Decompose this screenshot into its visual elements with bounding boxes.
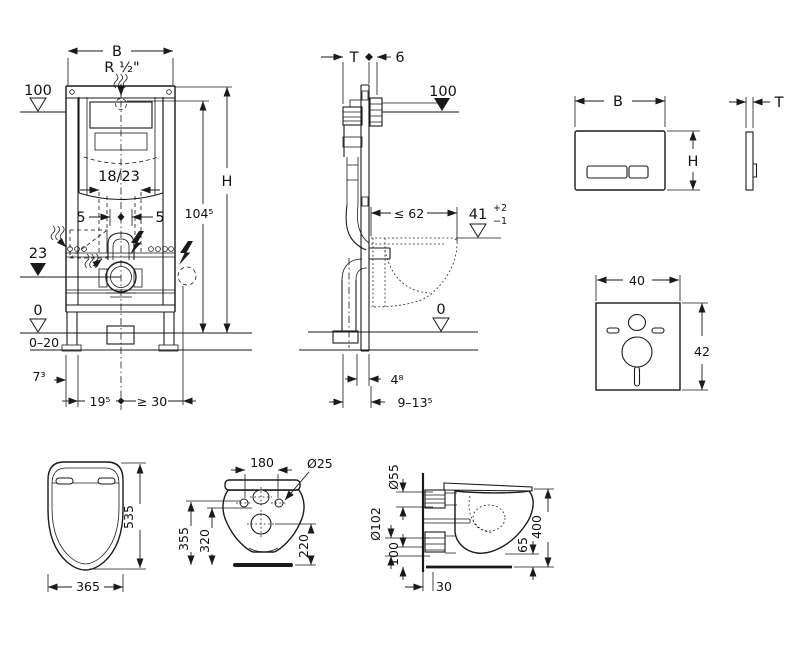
flush-button-small: [628, 165, 649, 179]
pad-slot: [651, 327, 665, 334]
rim-tol-plus: +2: [493, 203, 507, 214]
frame-screw: [166, 89, 172, 95]
total-height-dim: 400: [529, 515, 544, 539]
water-icon: [50, 225, 65, 241]
frame-foot: [61, 344, 82, 352]
center-dim: 19⁵: [90, 394, 111, 409]
drain-connector: [424, 531, 446, 553]
wall-depth-dim: 9–13⁵: [397, 395, 432, 410]
level-23-label: 23: [29, 246, 47, 262]
floor-range-label: 0–20: [29, 335, 59, 350]
pad-outlet-hole: [621, 336, 653, 368]
pad-inlet-hole: [627, 313, 647, 332]
outlet-height-dim: 220: [296, 534, 311, 558]
frame-foot: [158, 344, 179, 352]
offset-left-dim: 5: [76, 210, 85, 226]
pad-width-dim: 40: [629, 273, 645, 288]
bowl-length-dim: 535: [121, 505, 136, 529]
seat-hinge: [97, 477, 116, 485]
drain-outlet: [106, 325, 135, 345]
bowl-body: [222, 489, 305, 553]
lightning-icon: [179, 241, 193, 265]
hole-height-dim: 320: [197, 529, 212, 553]
seat-outline: [47, 461, 124, 571]
flush-button-large: [586, 165, 628, 179]
plate-height-dim: H: [688, 154, 699, 170]
bowl-top-view: 535 365: [47, 461, 146, 594]
level-triangle-filled: [30, 263, 46, 276]
plate-mounting-box: [369, 97, 383, 127]
pad-slot: [633, 366, 641, 387]
frame-depth-dim: T: [349, 50, 359, 66]
socket-dim: ≥ 30: [137, 394, 167, 409]
flush-plate-side: [745, 131, 754, 191]
level-0-label: 0: [436, 302, 445, 318]
drain-bend-foot: [332, 330, 359, 344]
pad-slot: [606, 327, 620, 334]
inlet-height-dim: 104⁵: [185, 206, 214, 221]
rim-height-dim: 41: [469, 207, 487, 223]
level-triangle-open: [29, 97, 47, 112]
inlet-dia-dim: Ø55: [386, 464, 401, 490]
bowl-side-view: Ø55 Ø102 100 400 65 30: [368, 464, 554, 594]
plate-offset-dim: 6: [395, 50, 404, 66]
cistern-cap: [342, 106, 363, 126]
rail-wall-dim: 4⁸: [391, 372, 404, 387]
wall-offset-dim: 30: [436, 579, 452, 594]
level-triangle-open: [29, 318, 47, 333]
bowl-outline-dotted: [370, 237, 458, 308]
frame-height-dim: H: [222, 174, 233, 190]
floor-bar: [233, 563, 293, 567]
level-triangle-open: [432, 317, 450, 332]
water-inlet-marker: [115, 98, 127, 110]
sound-insulation-pad-view: 40 42: [595, 273, 710, 391]
inlet-offset-dim: 18/23: [98, 169, 140, 185]
bowl-body-side: [454, 490, 534, 554]
level-100-label: 100: [429, 84, 457, 100]
flush-plate: [574, 130, 666, 191]
seat-lid-side: [443, 482, 533, 492]
level-0-label: 0: [33, 303, 42, 319]
hole-spacing-dim: 180: [250, 455, 274, 470]
outlet-hole: [250, 513, 272, 535]
hole-dia-dim: Ø25: [307, 456, 333, 471]
level-triangle-filled: [434, 98, 450, 111]
rim-tol-minus: −1: [493, 216, 507, 227]
bowl-back-view: 180 Ø25 355 320 220: [176, 455, 333, 567]
power-outlet-marker: [177, 266, 197, 286]
offset-right-dim: 5: [155, 210, 164, 226]
outlet-height-dim: 100: [386, 542, 401, 566]
installation-frame-front-view: B R ½" 100 18/23 5 5: [20, 44, 252, 410]
seat-hinge: [55, 477, 74, 485]
mounting-hole-left: [239, 498, 249, 508]
plate-width-dim: B: [613, 94, 623, 110]
lightning-icon: [130, 231, 144, 255]
edge-dim: 7³: [33, 369, 46, 384]
frame-screw: [69, 89, 75, 95]
level-100-label: 100: [24, 83, 52, 99]
plate-depth-dim: T: [774, 95, 784, 111]
seat-edge: [224, 479, 301, 491]
frame-width-dim: B: [112, 44, 122, 60]
inlet-height-dim: 355: [176, 527, 191, 551]
bowl-depth-dim: ≤ 62: [394, 206, 424, 221]
outlet-dia-dim: Ø102: [368, 507, 383, 541]
mounting-hole-right: [274, 498, 284, 508]
installation-frame-side-view: T 6 100 ≤ 62: [299, 50, 507, 410]
pad-height-dim: 42: [694, 344, 710, 359]
gap-height-dim: 65: [515, 537, 530, 553]
level-triangle-open: [469, 223, 487, 238]
bowl-width-dim: 365: [76, 579, 100, 594]
water-icon: [84, 253, 99, 269]
water-supply-label: R ½": [104, 60, 139, 76]
flush-plate-view: B H T: [574, 94, 784, 191]
sound-pad: [595, 302, 681, 391]
